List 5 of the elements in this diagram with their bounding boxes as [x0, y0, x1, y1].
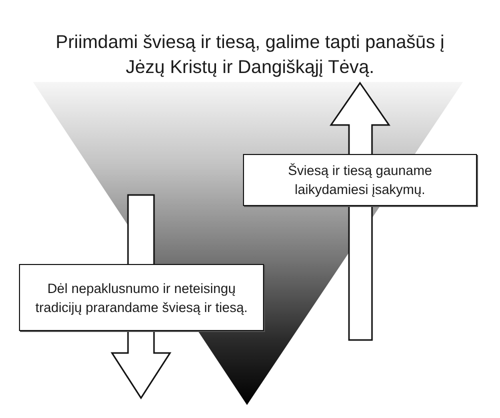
- title: Priimdami šviesą ir tiesą, galime tapti panašūs į Jėzų Kristų ir Dangiškąjį Tėvą.: [54, 30, 446, 79]
- note-box: [19, 264, 264, 331]
- note-text: Dėl nepaklusnumo ir neteisingų tradicijų prarandame šviesą ir tiesą.: [34, 280, 249, 316]
- note-text: Šviesą ir tiesą gauname laikydamiesi įsakymų.: [286, 162, 434, 199]
- note-box: [243, 154, 477, 206]
